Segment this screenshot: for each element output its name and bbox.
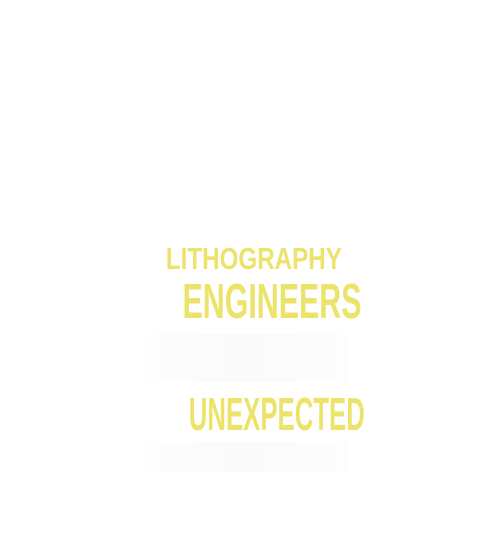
faint-text-block-lower bbox=[145, 442, 349, 472]
design-line-engineers: ENGINEERS bbox=[182, 275, 362, 329]
shirt-design-art: LITHOGRAPHY ENGINEERS UNEXPECTED bbox=[143, 236, 365, 474]
faint-text-block-upper bbox=[145, 334, 349, 382]
design-line-unexpected: UNEXPECTED bbox=[188, 388, 365, 440]
design-line-lithography: LITHOGRAPHY bbox=[165, 241, 342, 276]
